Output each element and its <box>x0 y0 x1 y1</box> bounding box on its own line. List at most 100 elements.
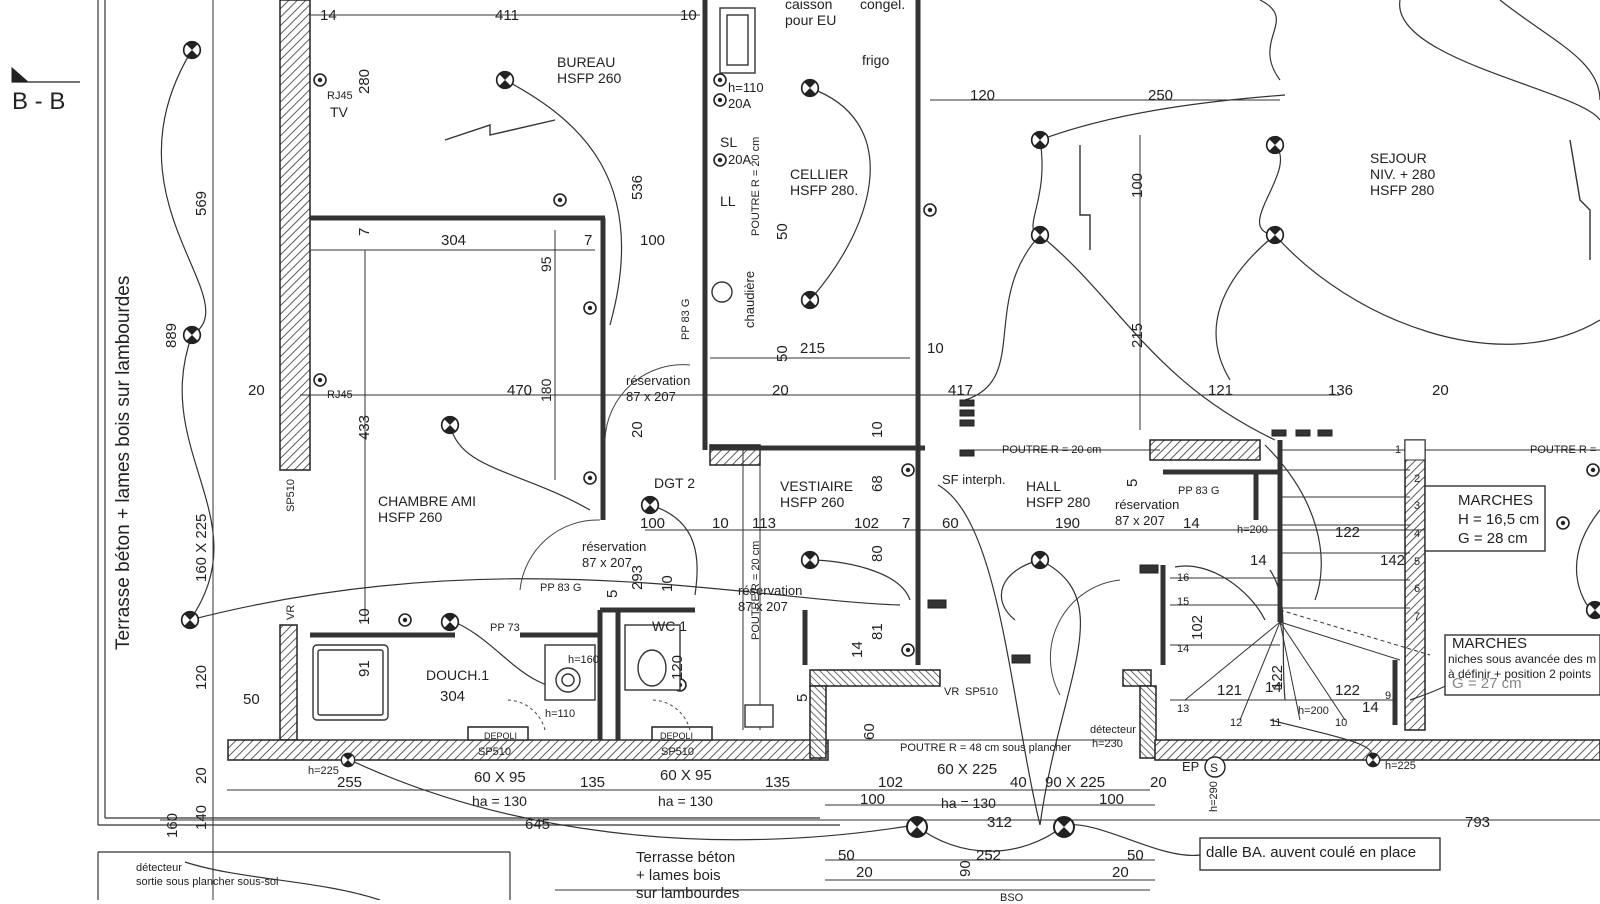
label-reservation-2: réservation <box>582 539 647 554</box>
stair-number: 14 <box>1177 643 1190 655</box>
room-hall-spec: HSFP 280 <box>1026 494 1091 510</box>
dim-100-bottom-2: 100 <box>1099 791 1125 808</box>
dim-20-mid: 20 <box>772 382 789 399</box>
label-chaudiere: chaudière <box>742 270 757 328</box>
room-cellier-spec: HSFP 280. <box>790 182 859 198</box>
dim-122-stair-v: 122 <box>1269 664 1286 690</box>
marches2-g: G = 27 cm <box>1452 675 1522 692</box>
dim-7-top: 7 <box>584 232 593 249</box>
dim-312: 312 <box>987 814 1013 831</box>
section-label: B - B <box>12 88 66 115</box>
dim-433: 433 <box>356 414 373 440</box>
stair-number: 3 <box>1414 500 1421 512</box>
label-pp83g-dgt: PP 83 G <box>540 582 582 594</box>
room-chambre-spec: HSFP 260 <box>378 509 443 525</box>
dim-14-hall: 14 <box>1183 515 1200 532</box>
stair-number: 13 <box>1177 703 1190 715</box>
dim-60-hall-v: 60 <box>861 723 878 740</box>
stair-number: 2 <box>1414 473 1421 485</box>
dim-122-stair: 122 <box>1335 524 1361 541</box>
dim-121-top: 121 <box>1208 382 1234 399</box>
label-depoli-2: DEPOLI <box>660 731 694 741</box>
label-h225-left: h=225 <box>308 765 339 777</box>
marches-g: G = 28 cm <box>1458 530 1528 547</box>
dim-215-sejour: 215 <box>1129 322 1146 348</box>
label-sp510-left: SP510 <box>285 478 297 512</box>
marches2-title: MARCHES <box>1452 635 1528 652</box>
dim-142: 142 <box>1380 552 1406 569</box>
label-pour-eu: pour EU <box>785 12 837 28</box>
marches2-note2: à définir + position 2 points <box>1448 667 1592 681</box>
dim-20-bottom: 20 <box>1150 774 1167 791</box>
label-pp73: PP 73 <box>490 622 520 634</box>
dim-304-douche: 304 <box>440 688 466 705</box>
label-terrasse-left: Terrasse béton + lames bois sur lambourd… <box>113 275 134 650</box>
dim-255: 255 <box>337 774 363 791</box>
dim-190: 190 <box>1055 515 1081 532</box>
label-reservation-4: réservation <box>1115 497 1180 512</box>
room-bureau-name: BUREAU <box>557 54 616 70</box>
dim-10-vestiaire: 10 <box>869 421 886 438</box>
dim-280: 280 <box>356 68 373 94</box>
dim-7-bureau: 7 <box>356 227 373 236</box>
dim-50-left: 50 <box>243 691 260 708</box>
label-sp510-bottom-2: SP510 <box>661 746 695 758</box>
dim-121-stair: 121 <box>1217 682 1243 699</box>
dim-20-left: 20 <box>248 382 265 399</box>
label-caisson: caisson <box>785 0 833 12</box>
dim-113: 113 <box>752 515 776 532</box>
label-detecteur-sous-sol: détecteur <box>136 862 182 874</box>
room-vestiaire-spec: HSFP 260 <box>780 494 845 510</box>
level-markers <box>444 119 1591 260</box>
dim-20-bottom-1: 20 <box>856 864 873 881</box>
dim-569: 569 <box>193 190 210 216</box>
label-terrasse-bottom-3: sur lambourdes <box>636 885 740 902</box>
stair-number: 9 <box>1385 690 1392 702</box>
dim-10-dgt: 10 <box>712 515 729 532</box>
dim-100-bottom-1: 100 <box>860 791 886 808</box>
label-reservation-3: réservation <box>738 583 803 598</box>
dim-81: 81 <box>869 623 886 640</box>
label-ll: LL <box>720 193 736 209</box>
dim-10-wc: 10 <box>659 575 676 592</box>
label-detecteur-sortie: sortie sous plancher sous-sol <box>136 876 279 888</box>
label-poutre-48: POUTRE R = 48 cm sous plancher <box>900 742 1071 754</box>
label-poutre-right: POUTRE R = <box>1530 444 1597 456</box>
dim-5-dgt: 5 <box>604 589 621 598</box>
label-h230: h=230 <box>1092 738 1123 750</box>
dim-100-sejour: 100 <box>1129 172 1146 198</box>
label-rj45-1: RJ45 <box>327 90 353 102</box>
dim-5-vestiaire: 5 <box>794 693 811 702</box>
dim-10-douche: 10 <box>356 608 373 625</box>
stair-number: 15 <box>1177 596 1190 608</box>
s-circle <box>1204 756 1226 778</box>
door-swings <box>504 364 1121 731</box>
thin-lines <box>160 0 1600 900</box>
dim-14-vestiaire: 14 <box>849 641 866 658</box>
dim-252: 252 <box>976 847 1002 864</box>
dim-10-top: 10 <box>680 7 697 24</box>
label-frigo: frigo <box>862 52 890 68</box>
label-20a-1: 20A <box>728 96 752 111</box>
wiring <box>160 0 1600 900</box>
label-congel: congel. <box>860 0 906 12</box>
dim-100-dgt: 100 <box>640 515 666 532</box>
label-20a-2: 20A <box>728 152 752 167</box>
dim-7-vestiaire: 7 <box>902 515 911 532</box>
dim-20-dgt: 20 <box>629 421 646 438</box>
dim-304-top: 304 <box>441 232 467 249</box>
label-vr-left: VR <box>285 604 297 620</box>
marches-title: MARCHES <box>1458 492 1534 509</box>
dim-68: 68 <box>869 475 886 492</box>
room-wc-name: WC 1 <box>652 618 687 634</box>
dim-20-right: 20 <box>1432 382 1449 399</box>
section-marker <box>11 66 80 83</box>
room-chambre-name: CHAMBRE AMI <box>378 493 477 509</box>
label-rj45-2: RJ45 <box>327 389 353 401</box>
exterior-walls <box>227 0 1600 761</box>
dim-160: 160 <box>164 812 181 838</box>
dim-ha130-3: ha = 130 <box>941 795 996 811</box>
dim-100-top: 100 <box>640 232 666 249</box>
stair-number: 11 <box>1270 717 1282 729</box>
